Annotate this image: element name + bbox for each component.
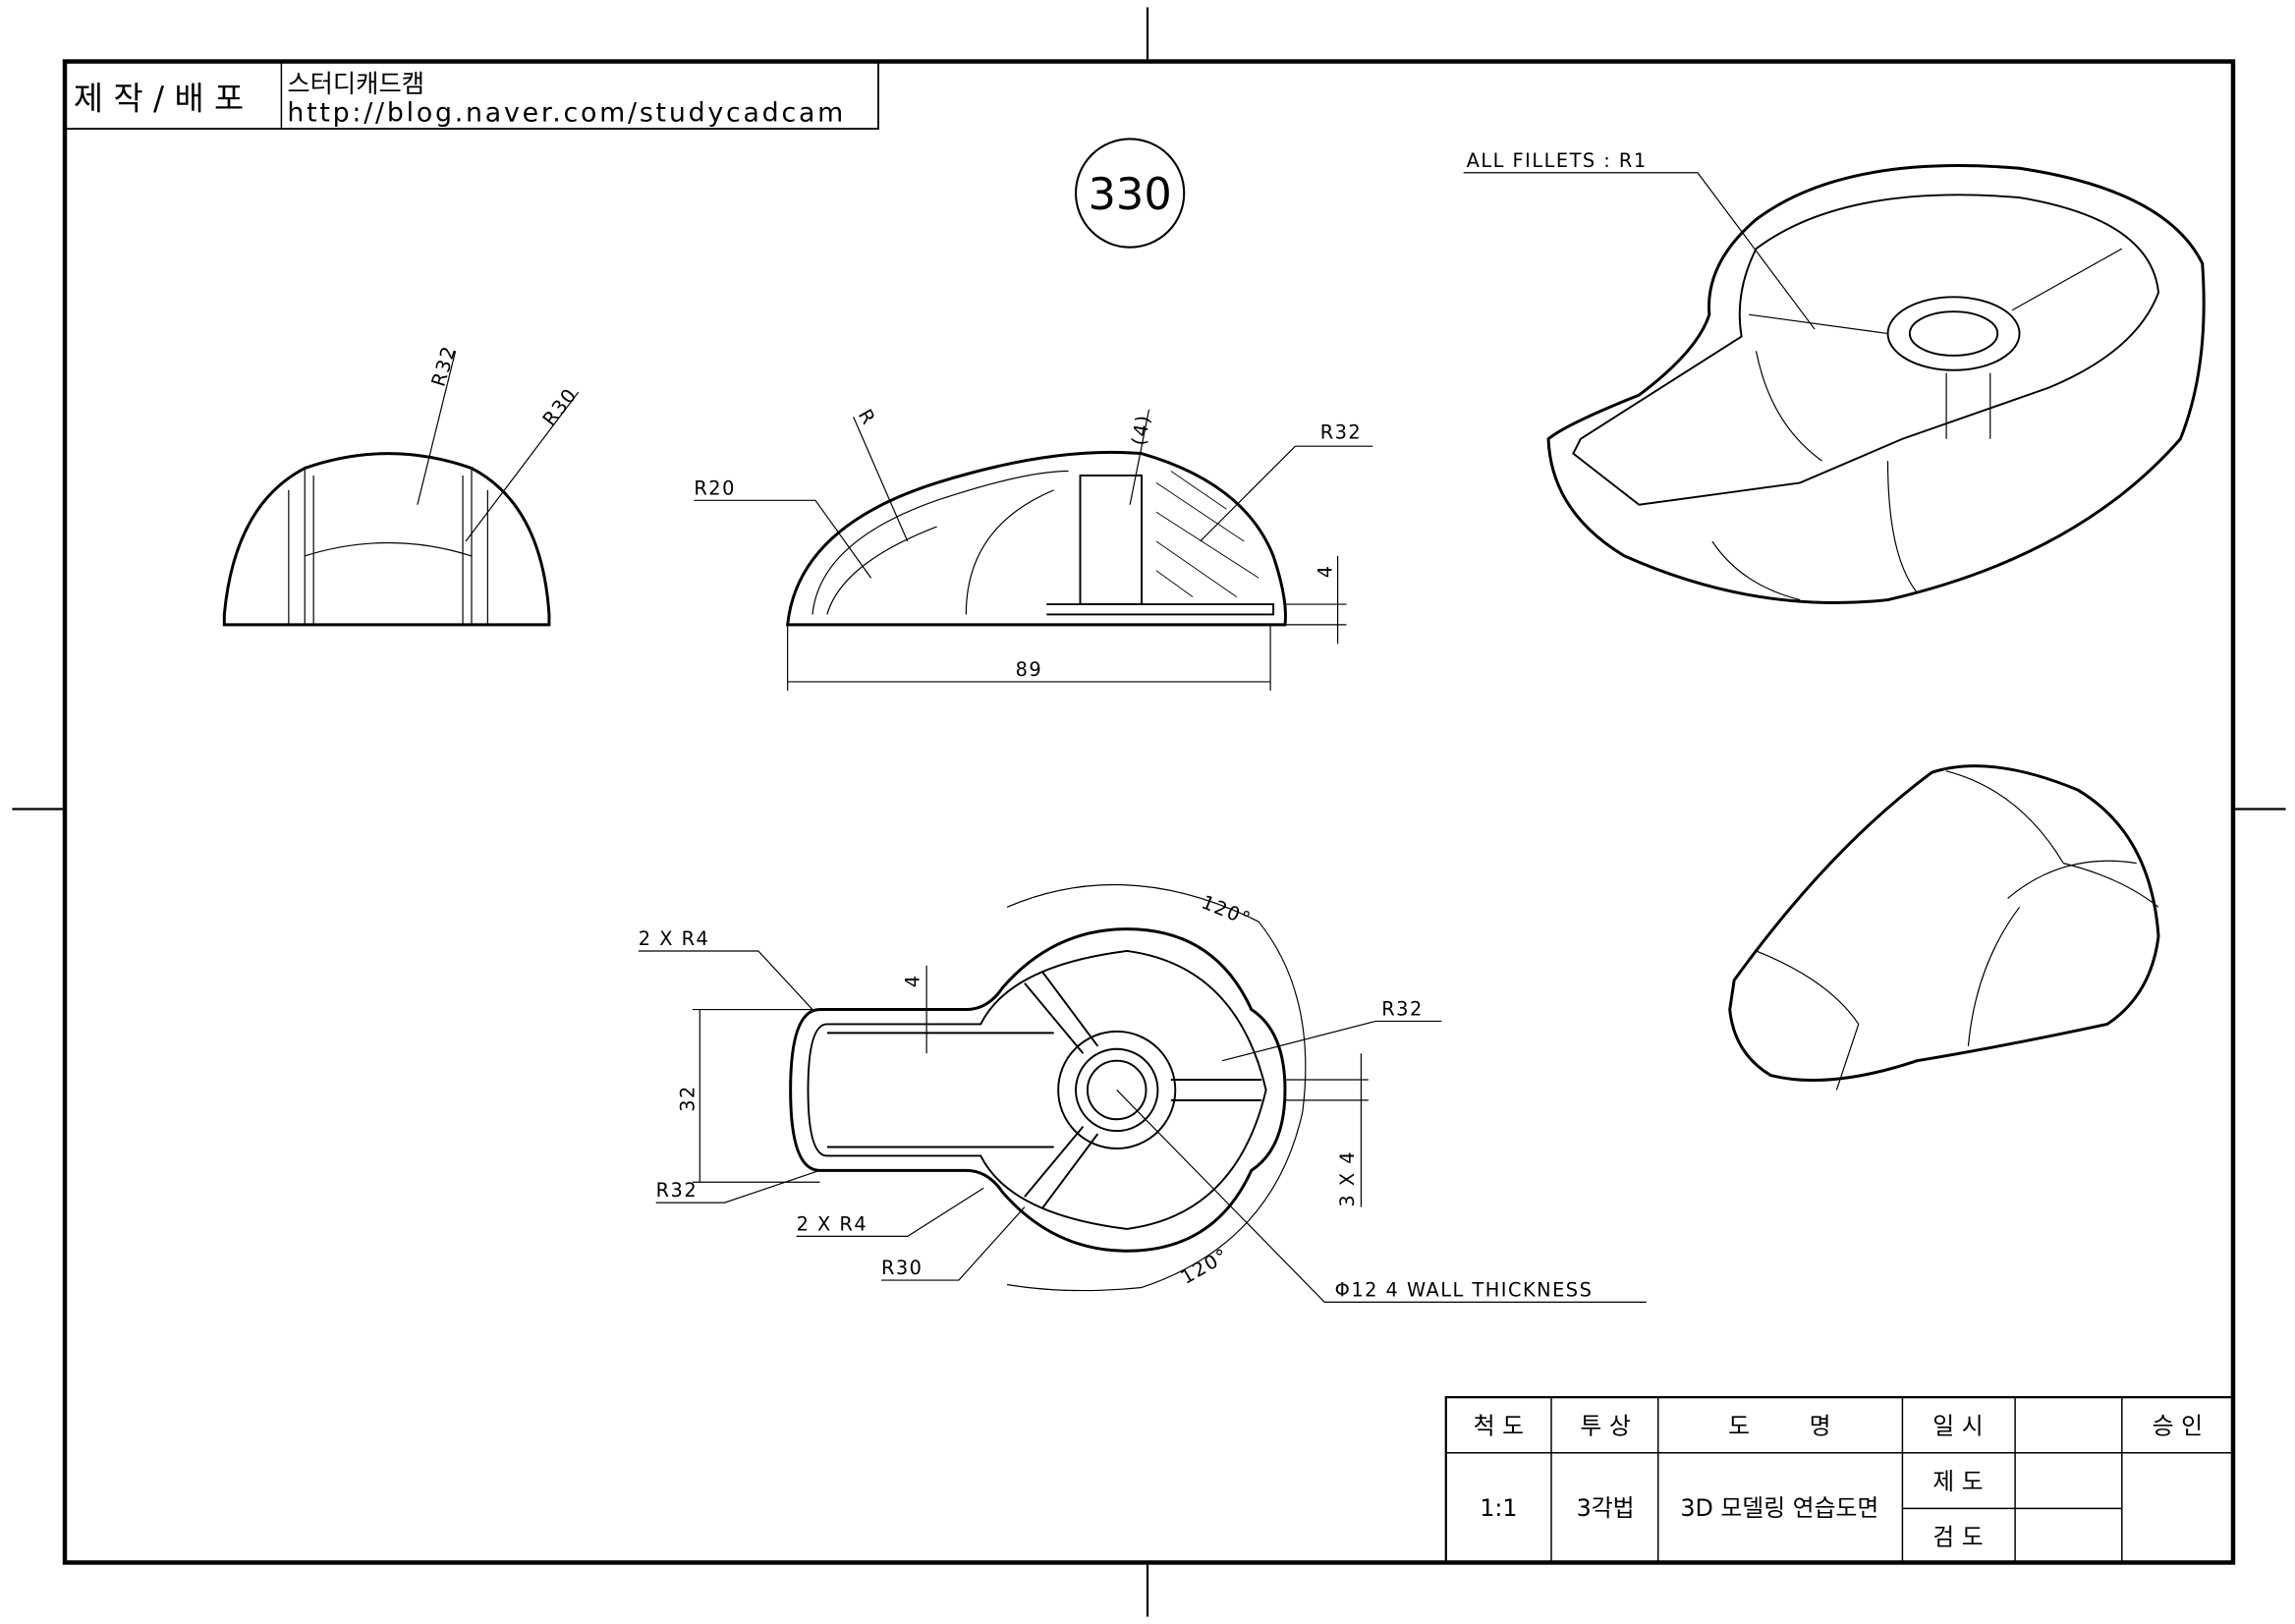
front-dim-r20: R20	[694, 476, 736, 499]
side-view: R32 R30	[222, 343, 582, 627]
front-dim-89: 89	[1016, 658, 1043, 681]
top-dim-32: 32	[676, 1085, 699, 1112]
sheet-border	[62, 59, 2236, 1565]
tb-projection-label: 투 상	[1580, 1412, 1630, 1439]
tb-scale: 1:1	[1480, 1494, 1517, 1522]
side-dim-r30: R30	[538, 383, 582, 430]
header-box: 제 작 / 배 포 스터디캐드캠 http://blog.naver.com/s…	[64, 60, 879, 130]
top-dim-r32-right: R32	[1381, 997, 1424, 1020]
drawing-number-badge: 330	[1074, 138, 1186, 249]
top-dim-2xr4-lower: 2 X R4	[797, 1212, 868, 1235]
top-dim-120-lower: 120°	[1177, 1244, 1233, 1289]
iso-note: ALL FILLETS : R1	[1467, 149, 1648, 172]
tb-drawn-label: 제 도	[1932, 1468, 1983, 1495]
front-view: 89 4 R R20 (4) R32	[694, 405, 1373, 691]
iso-view-open: ALL FILLETS : R1	[1463, 149, 2206, 604]
iso-view-closed	[1728, 764, 2160, 1091]
tb-scale-label: 척 도	[1474, 1412, 1524, 1439]
side-dim-r32: R32	[426, 343, 460, 389]
tb-title: 3D 모델링 연습도면	[1680, 1494, 1878, 1522]
top-dim-3x4: 3 X 4	[1336, 1150, 1359, 1207]
header-url: http://blog.naver.com/studycadcam	[287, 98, 843, 129]
top-dim-r32-left: R32	[656, 1179, 699, 1202]
tb-checked-label: 검 도	[1932, 1524, 1983, 1551]
header-label: 제 작 / 배 포	[74, 81, 244, 118]
front-dim-r32: R32	[1320, 421, 1363, 444]
center-marks	[12, 7, 2286, 1617]
top-view: 120° 120° 2 X R4 4 R32 32 R32 2 X R4 R30…	[639, 883, 1647, 1303]
tb-projection: 3각법	[1577, 1494, 1635, 1522]
front-dim-4: 4	[1315, 564, 1337, 578]
top-dim-4: 4	[902, 974, 924, 987]
tb-date-label: 일 시	[1932, 1412, 1983, 1439]
header-author: 스터디캐드캠	[287, 70, 424, 98]
drawing-number: 330	[1089, 169, 1172, 220]
tb-title-label: 도 명	[1728, 1412, 1830, 1439]
title-block: 척 도 투 상 도 명 일 시 승 인 1:1 3각법 3D 모델링 연습도면 …	[1444, 1396, 2235, 1564]
tb-approval-label: 승 인	[2153, 1412, 2203, 1439]
top-dim-r30: R30	[881, 1257, 924, 1279]
top-dim-120-upper: 120°	[1199, 891, 1255, 931]
front-dim-4-ref: (4)	[1127, 413, 1154, 447]
top-dim-2xr4-upper: 2 X R4	[639, 927, 710, 950]
top-note-wall: Φ12 4 WALL THICKNESS	[1335, 1278, 1594, 1301]
